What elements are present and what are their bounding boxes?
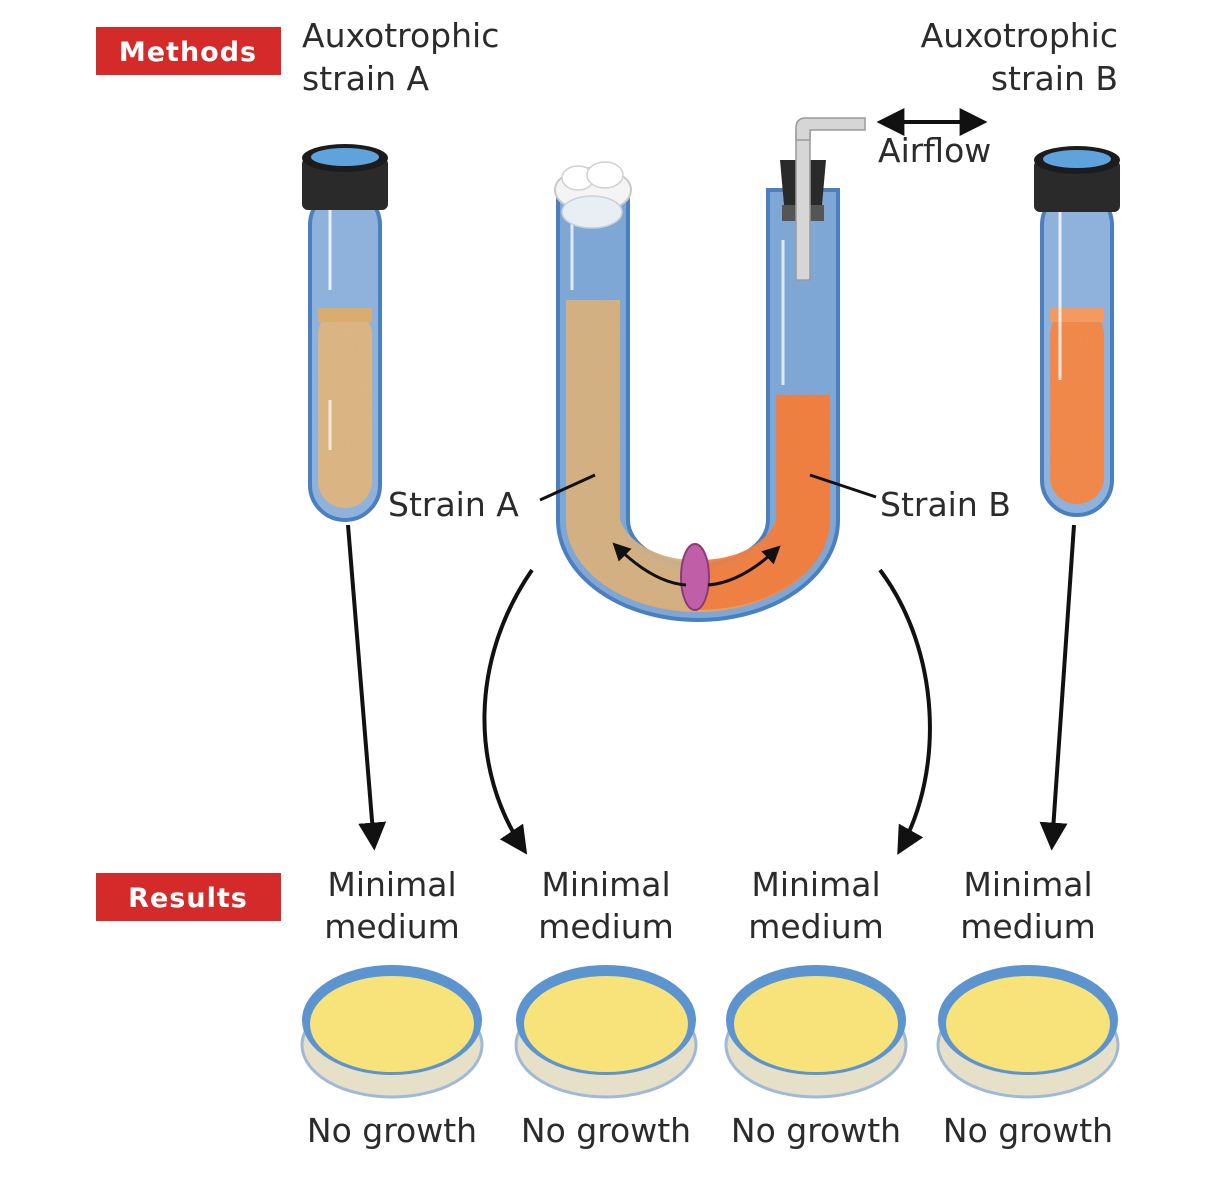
transfer-arrows <box>346 524 1076 855</box>
tube-a-label: Auxotrophic strain A <box>302 16 499 98</box>
airflow-stopper <box>780 117 866 281</box>
plate-2: Minimal medium No growth <box>514 865 698 1150</box>
test-tube-a <box>302 144 388 522</box>
results-label: Results <box>128 883 248 914</box>
plate-1-result: No growth <box>307 1111 477 1150</box>
plate-4-medium-line2: medium <box>960 907 1096 946</box>
plate-2-medium-line2: medium <box>538 907 674 946</box>
strain-a-label: Strain A <box>388 485 519 524</box>
plate-1-medium-line1: Minimal <box>327 865 456 904</box>
plate-1-medium-line2: medium <box>324 907 460 946</box>
tube-b-label-line2: strain B <box>991 59 1118 98</box>
strain-a-callout: Strain A <box>388 473 596 524</box>
plate-3: Minimal medium No growth <box>724 865 908 1150</box>
airflow-label: Airflow <box>878 131 991 170</box>
arrow-tube-b-to-plate-4 <box>1039 524 1076 851</box>
plate-3-medium-line1: Minimal <box>751 865 880 904</box>
filter-disc <box>680 543 710 611</box>
plate-2-medium-line1: Minimal <box>541 865 670 904</box>
airflow-indicator: Airflow <box>876 108 991 170</box>
methods-label: Methods <box>119 37 257 68</box>
plate-4-medium-line1: Minimal <box>963 865 1092 904</box>
strain-b-label: Strain B <box>880 485 1011 524</box>
u-tube <box>554 117 866 622</box>
test-tube-b <box>1034 146 1120 517</box>
results-badge: Results <box>96 873 281 921</box>
plate-3-result: No growth <box>731 1111 901 1150</box>
strain-b-callout: Strain B <box>809 473 1011 524</box>
tube-b-label-line1: Auxotrophic <box>921 16 1118 55</box>
plates-row: Minimal medium No growth Minimal medium … <box>300 865 1120 1150</box>
tube-a-label-line1: Auxotrophic <box>302 16 499 55</box>
tube-a-label-line2: strain A <box>302 59 429 98</box>
arrow-tube-a-to-plate-1 <box>346 524 387 851</box>
plate-4-result: No growth <box>943 1111 1113 1150</box>
plate-4: Minimal medium No growth <box>936 865 1120 1150</box>
tube-b-label: Auxotrophic strain B <box>921 16 1118 98</box>
plate-3-medium-line2: medium <box>748 907 884 946</box>
cotton-plug <box>554 161 632 229</box>
methods-badge: Methods <box>96 27 281 75</box>
plate-2-result: No growth <box>521 1111 691 1150</box>
arrow-u-left-to-plate-2 <box>482 568 534 855</box>
arrow-u-right-to-plate-3 <box>878 568 932 855</box>
plate-1: Minimal medium No growth <box>300 865 484 1150</box>
